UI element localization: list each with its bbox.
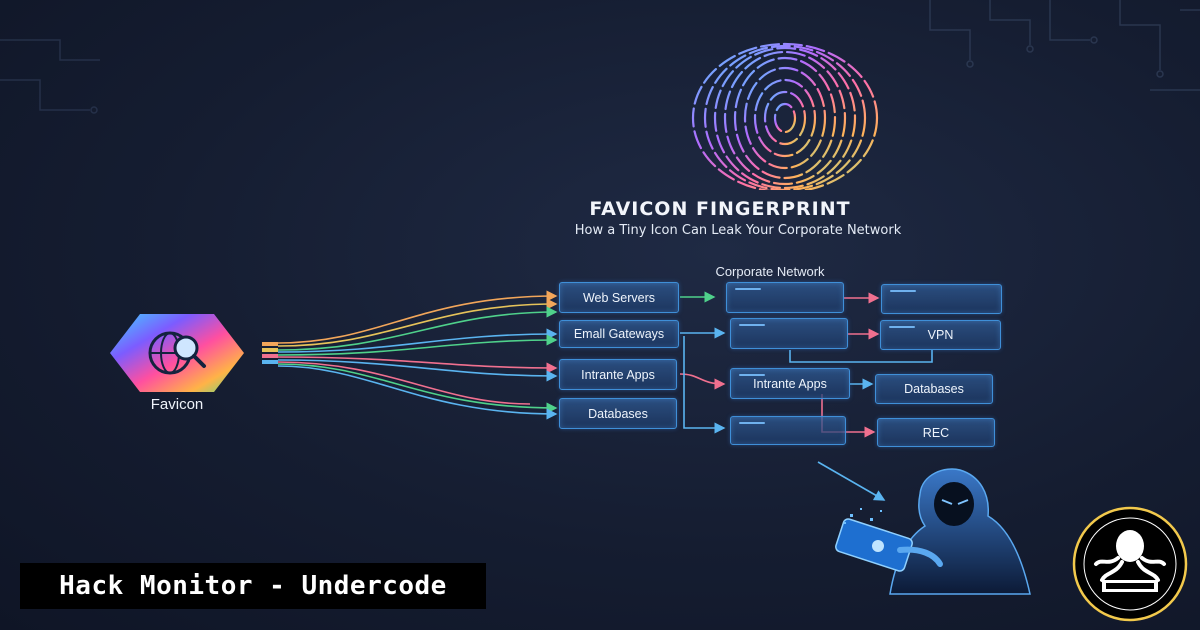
box-label: Intrante Apps bbox=[581, 367, 655, 382]
node-label: Intrante Apps bbox=[753, 376, 827, 391]
brand-banner: Hack Monitor - Undercode bbox=[20, 563, 486, 609]
intranet-apps-box: Intrante Apps bbox=[559, 359, 677, 390]
web-servers-box: Web Servers bbox=[559, 282, 679, 313]
box-label: Web Servers bbox=[582, 290, 655, 305]
signal-stubs bbox=[262, 342, 278, 364]
diagram-subtitle: How a Tiny Icon Can Leak Your Corporate … bbox=[574, 223, 902, 238]
network-node: Intrante Apps bbox=[730, 368, 850, 399]
box-label: Emall Gateways bbox=[573, 327, 665, 341]
hacker-icon bbox=[835, 468, 1031, 595]
node-label: VPN bbox=[927, 328, 954, 342]
network-node bbox=[726, 282, 844, 313]
databases-box: Databases bbox=[559, 398, 677, 429]
email-gateways-box: Emall Gateways bbox=[559, 320, 679, 348]
fingerprint-icon bbox=[691, 42, 879, 190]
circuit-decoration-left bbox=[0, 39, 100, 114]
node-label: Databases bbox=[904, 382, 964, 396]
network-title: Corporate Network bbox=[715, 264, 825, 279]
circuit-decoration bbox=[929, 0, 1200, 91]
globe-magnifier-icon bbox=[148, 331, 206, 375]
databases-node: Databases bbox=[875, 374, 993, 404]
network-node bbox=[730, 416, 846, 445]
favicon-icon bbox=[110, 314, 244, 392]
box-label: Databases bbox=[588, 406, 648, 421]
undercode-logo bbox=[1072, 506, 1188, 622]
diagram-title: FAVICON FINGERPRINT bbox=[589, 198, 851, 220]
rec-node: REC bbox=[877, 418, 995, 447]
node-label: REC bbox=[922, 425, 950, 440]
network-node bbox=[730, 318, 848, 349]
network-node bbox=[881, 284, 1002, 314]
favicon-label: Favicon bbox=[150, 396, 204, 413]
vpn-node: VPN bbox=[880, 320, 1001, 350]
